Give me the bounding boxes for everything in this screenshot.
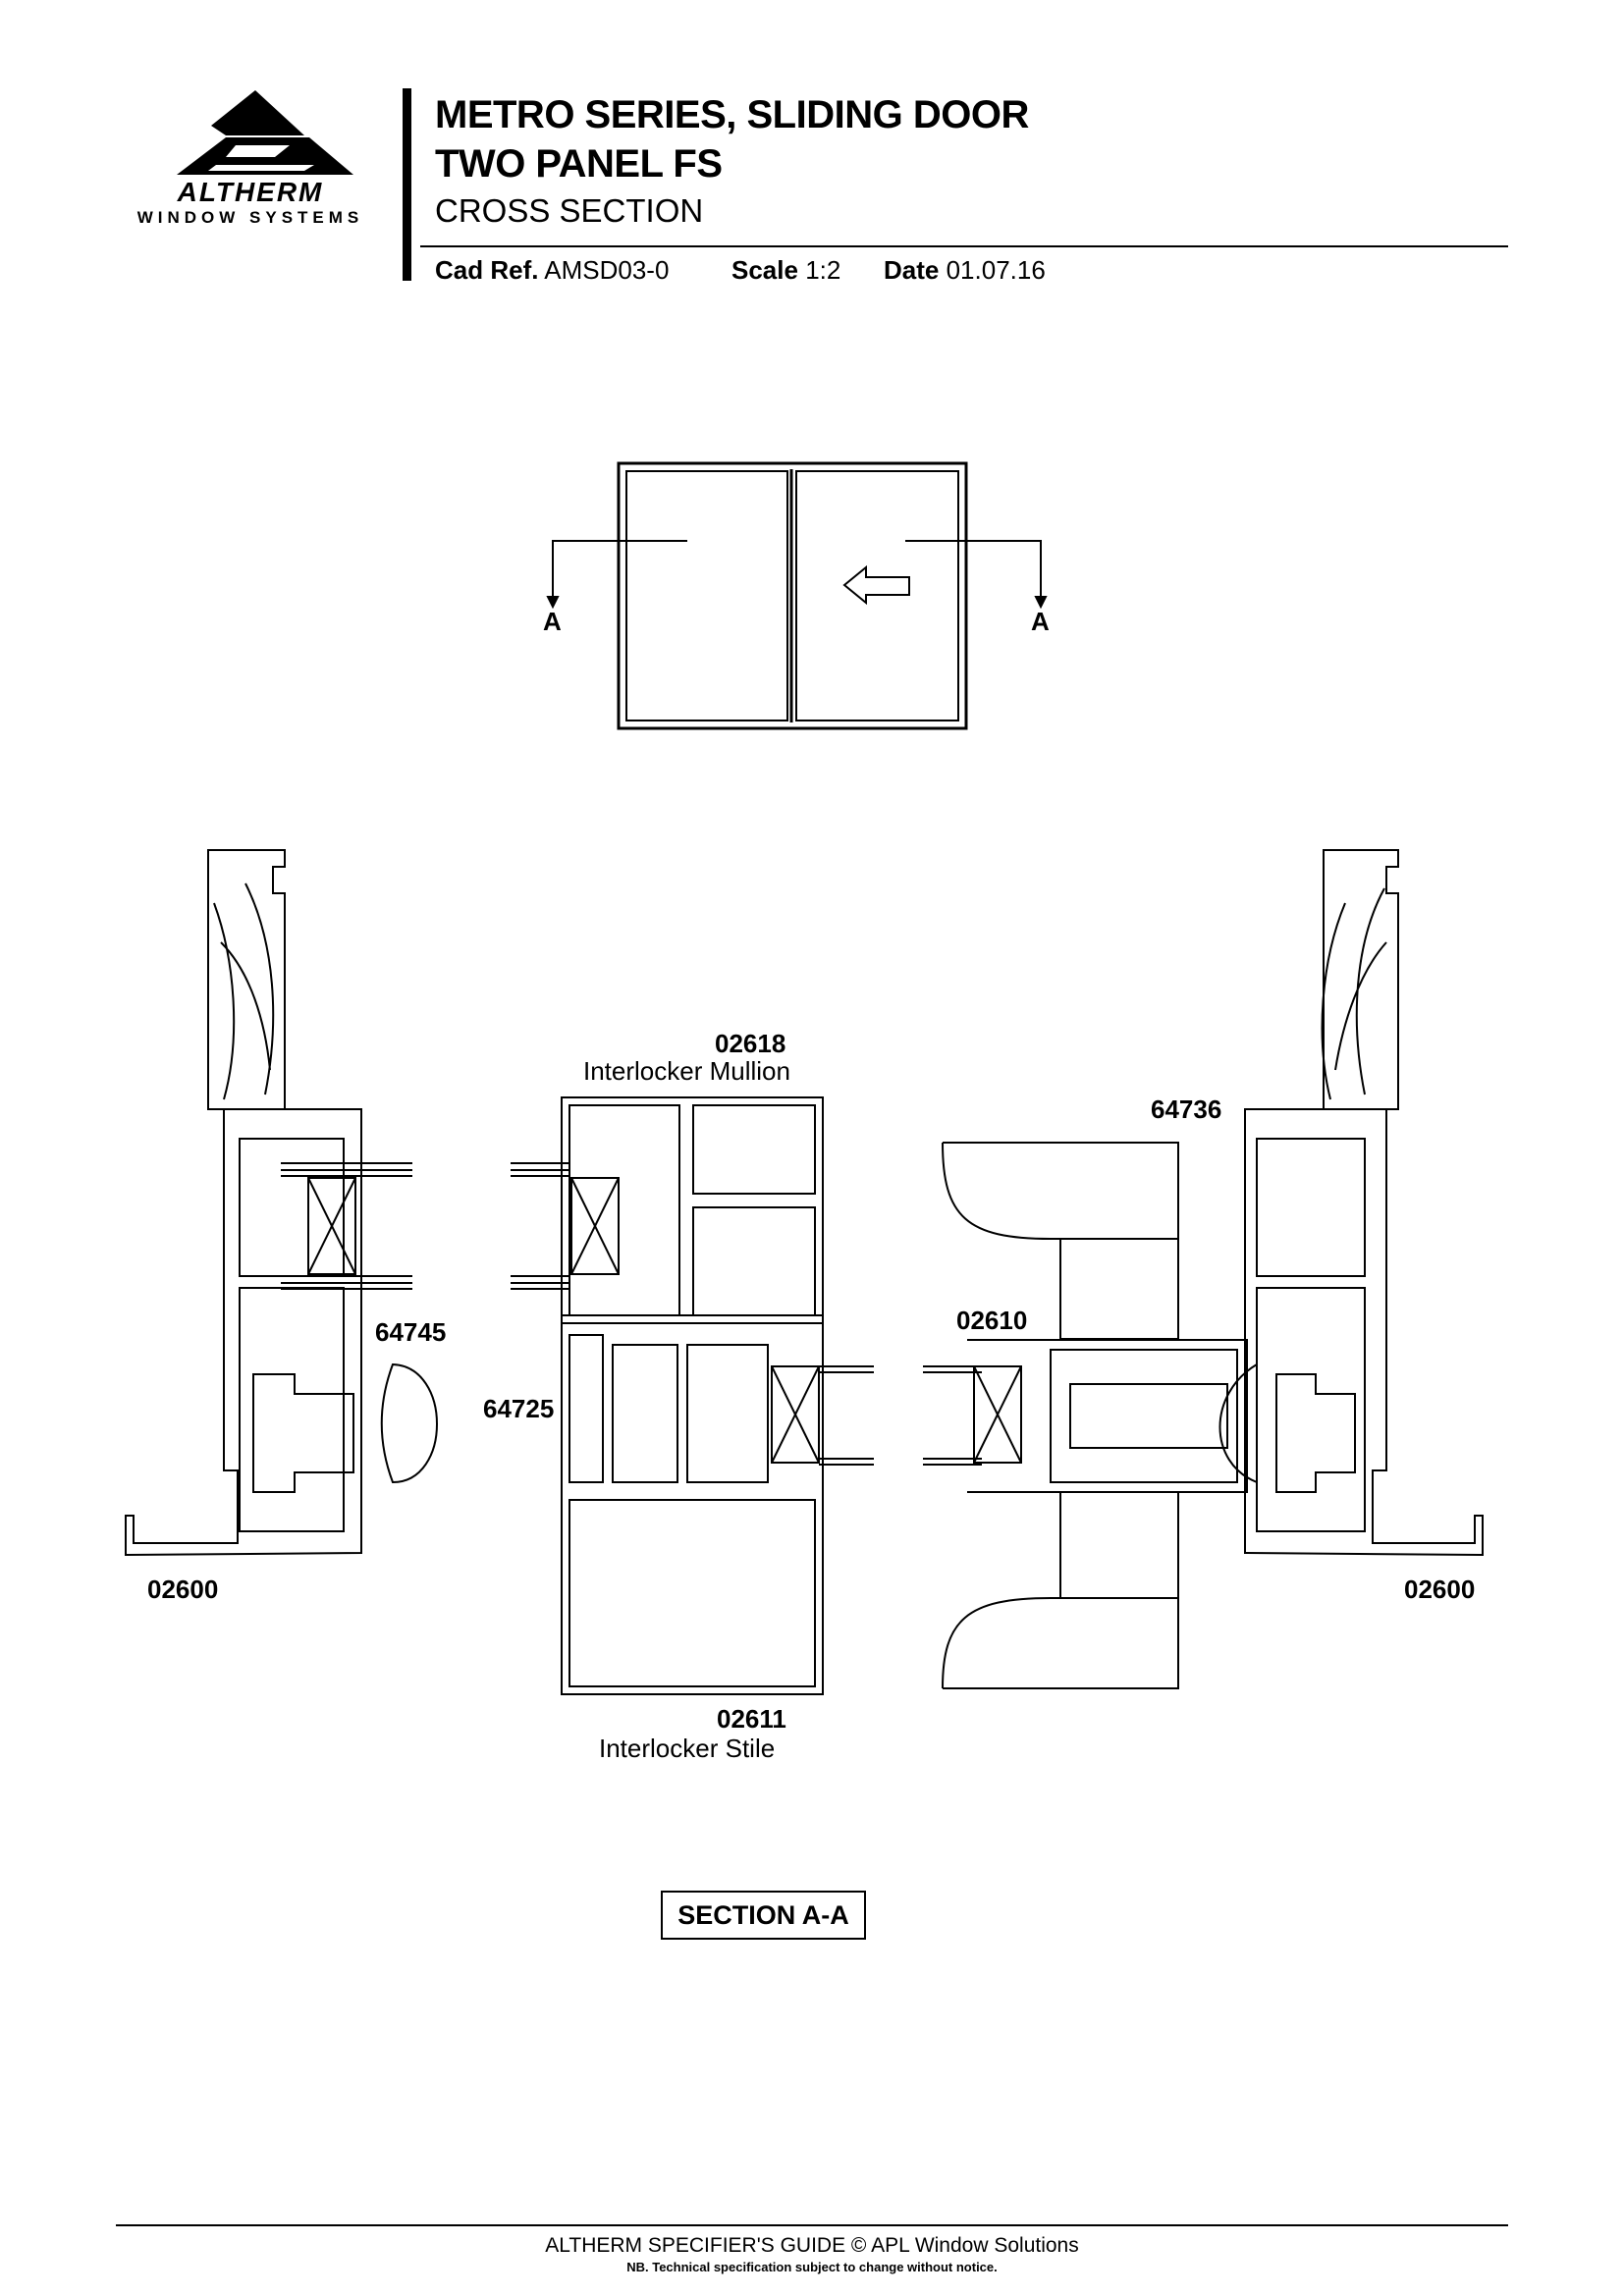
label-02618: 02618 — [715, 1029, 786, 1058]
scale-label: Scale — [731, 255, 798, 285]
scale-value: 1:2 — [805, 255, 841, 285]
date-value: 01.07.16 — [946, 255, 1046, 285]
footer-guide: ALTHERM SPECIFIER'S GUIDE © APL Window S… — [545, 2234, 1079, 2257]
cad-ref-value: AMSD03-0 — [544, 255, 670, 285]
title-line-2: TWO PANEL FS — [435, 142, 723, 186]
label-64745: 64745 — [375, 1317, 447, 1347]
scale: Scale 1:2 — [731, 255, 840, 286]
footer-disclaimer: NB. Technical specification subject to c… — [626, 2260, 998, 2274]
section-marker-left: A — [543, 607, 562, 636]
slide-arrow-icon — [842, 564, 910, 606]
label-64736: 64736 — [1151, 1095, 1222, 1124]
label-02610: 02610 — [956, 1306, 1028, 1335]
label-64725: 64725 — [483, 1394, 555, 1423]
cad-ref: Cad Ref. AMSD03-0 — [435, 255, 669, 286]
section-marker-right: A — [1031, 607, 1050, 636]
left-jamb-section — [125, 849, 438, 1557]
date: Date 01.07.16 — [884, 255, 1046, 286]
header-divider — [403, 88, 411, 281]
title-line-1: METRO SERIES, SLIDING DOOR — [435, 93, 1029, 136]
elevation-view — [546, 461, 1048, 730]
subtitle: CROSS SECTION — [435, 192, 704, 229]
section-title: SECTION A-A — [661, 1891, 866, 1940]
label-interlocker-mullion: Interlocker Mullion — [583, 1056, 790, 1086]
label-02611: 02611 — [717, 1704, 786, 1734]
cad-ref-label: Cad Ref. — [435, 255, 539, 285]
interlocker-mullion-section — [511, 1096, 824, 1324]
logo-subtext: WINDOW SYSTEMS — [136, 208, 364, 227]
altherm-logo — [177, 90, 353, 175]
section-cut-right — [905, 540, 1042, 601]
logo-wordmark: ALTHERM — [177, 177, 324, 207]
footer-rule — [116, 2224, 1508, 2226]
interlocker-stile-section — [561, 1314, 874, 1695]
label-interlocker-stile: Interlocker Stile — [599, 1734, 776, 1763]
right-jamb-section — [1218, 849, 1484, 1557]
meeting-stile-section — [923, 1142, 1248, 1689]
label-02600-right: 02600 — [1404, 1575, 1476, 1604]
header-rule — [420, 245, 1508, 247]
date-label: Date — [884, 255, 940, 285]
section-cut-left — [552, 540, 687, 601]
label-02600-left: 02600 — [147, 1575, 219, 1604]
